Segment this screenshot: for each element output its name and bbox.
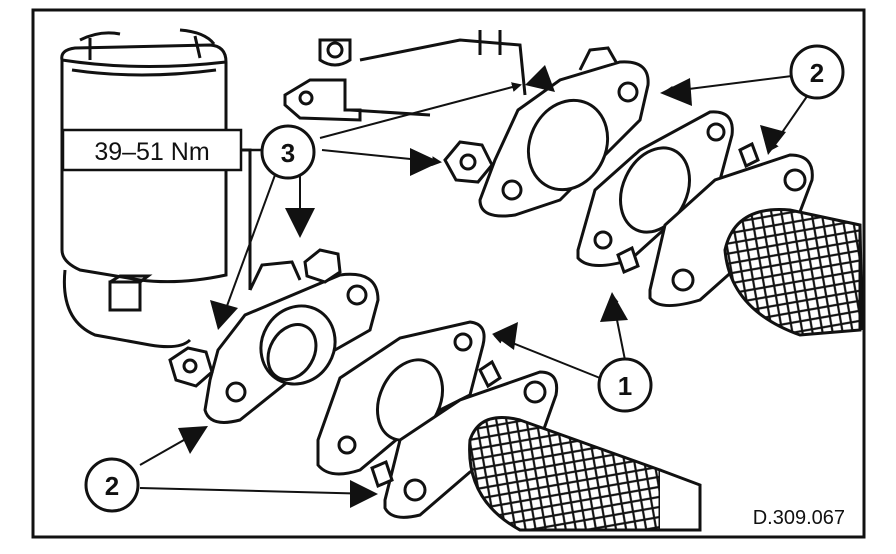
lower-downpipe	[370, 359, 702, 532]
callout-3-label: 3	[281, 138, 295, 168]
lower-gasket	[316, 320, 486, 476]
upper-gasket	[576, 110, 734, 267]
callout-2-bottom-label: 2	[105, 471, 119, 501]
arrow-heads-bold	[178, 65, 786, 508]
lower-left-nut	[168, 248, 342, 388]
upper-manifold-flange	[478, 46, 650, 218]
callout-1-label: 1	[618, 371, 632, 401]
drawing-reference: D.309.067	[753, 507, 845, 529]
callout-2-top: 2	[789, 44, 845, 100]
torque-label: 39–51 Nm	[61, 128, 262, 172]
arrow-3-to-upper-flange	[319, 82, 522, 139]
upper-bracket	[283, 30, 527, 122]
arrow-2-bottom-to-stud	[139, 487, 377, 499]
upper-nut	[443, 140, 494, 184]
lower-manifold-flange	[203, 260, 380, 424]
torque-spec-text: 39–51 Nm	[94, 138, 209, 166]
callout-1: 1	[597, 357, 653, 413]
callout-2-top-label: 2	[810, 58, 824, 88]
callout-3: 3	[260, 124, 316, 180]
upper-downpipe	[616, 141, 864, 337]
arrow-3-to-lower-flange	[218, 174, 276, 327]
callout-2-bottom: 2	[84, 457, 140, 513]
